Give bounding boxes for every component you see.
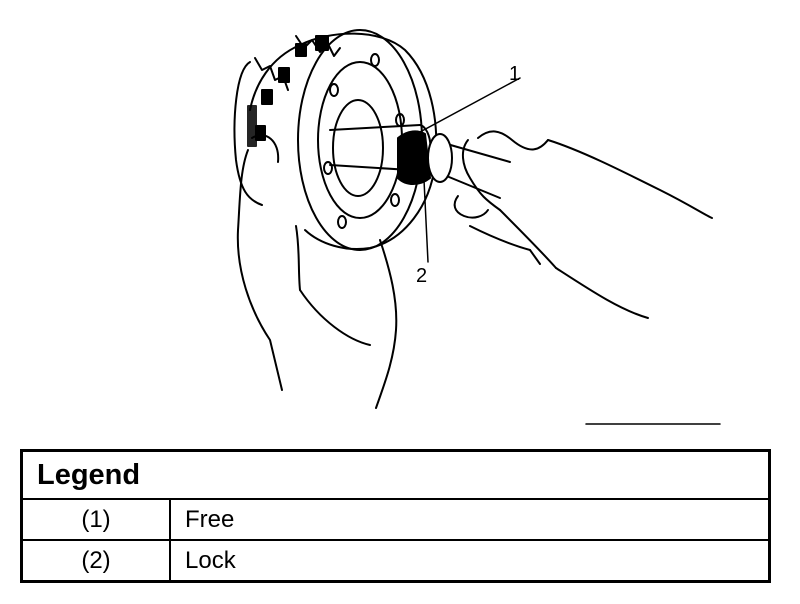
legend-row-number: (1) — [20, 498, 171, 541]
legend-row-description: Lock — [169, 539, 771, 583]
callout-2-label: 2 — [416, 265, 428, 287]
left-hand — [236, 134, 398, 409]
one-way-clutch — [397, 130, 453, 185]
legend-row-number: (2) — [20, 539, 171, 583]
legend-row: (2) Lock — [20, 539, 771, 583]
legend-title: Legend — [20, 449, 771, 500]
legend-row-description: Free — [169, 498, 771, 541]
legend-header-row: Legend — [20, 449, 771, 500]
illustration: 1 2 — [233, 29, 721, 425]
clutch-drum-illustration — [233, 29, 721, 425]
right-hand — [453, 130, 713, 319]
legend-row: (1) Free — [20, 498, 771, 541]
legend-table: Legend (1) Free (2) Lock — [20, 449, 771, 583]
callout-1-label: 1 — [509, 63, 521, 85]
callout-leaders — [419, 77, 521, 263]
